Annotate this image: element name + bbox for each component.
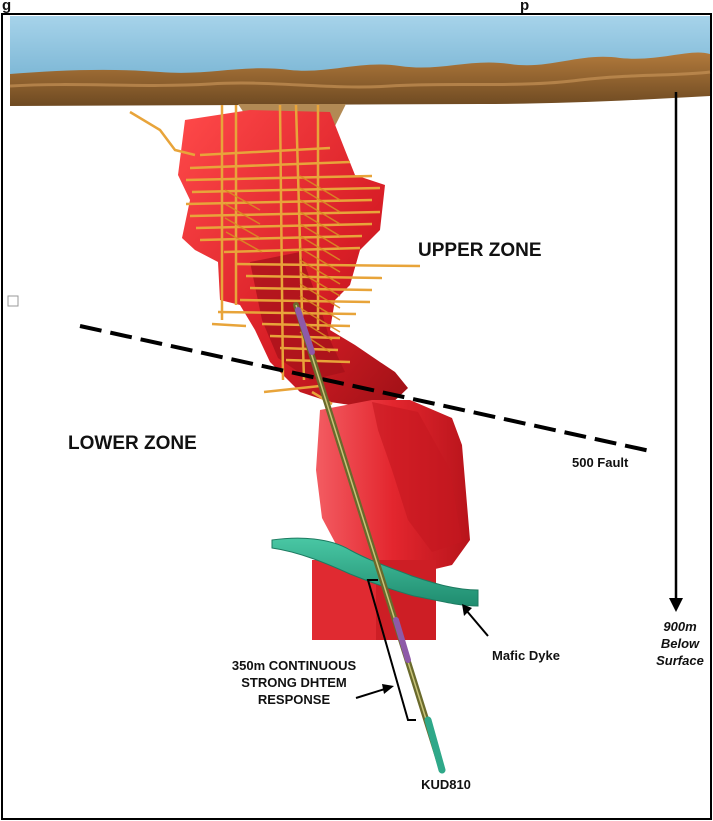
upper-zone-label: UPPER ZONE [418,240,542,261]
depth-label-line2: Below [661,636,700,651]
fault-label: 500 Fault [572,455,629,470]
depth-label-line3: Surface [656,653,704,668]
caption-fragment-left: g [2,0,11,14]
caption-fragment-right: p [520,0,529,14]
response-label-line2: STRONG DHTEM [241,675,346,690]
response-label-line3: RESPONSE [258,692,331,707]
mafic-dyke-label: Mafic Dyke [492,648,560,663]
response-label-line1: 350m CONTINUOUS [232,658,357,673]
depth-label-line1: 900m [663,619,697,634]
drillhole-label: KUD810 [421,777,471,792]
lower-zone-label: LOWER ZONE [68,433,197,454]
